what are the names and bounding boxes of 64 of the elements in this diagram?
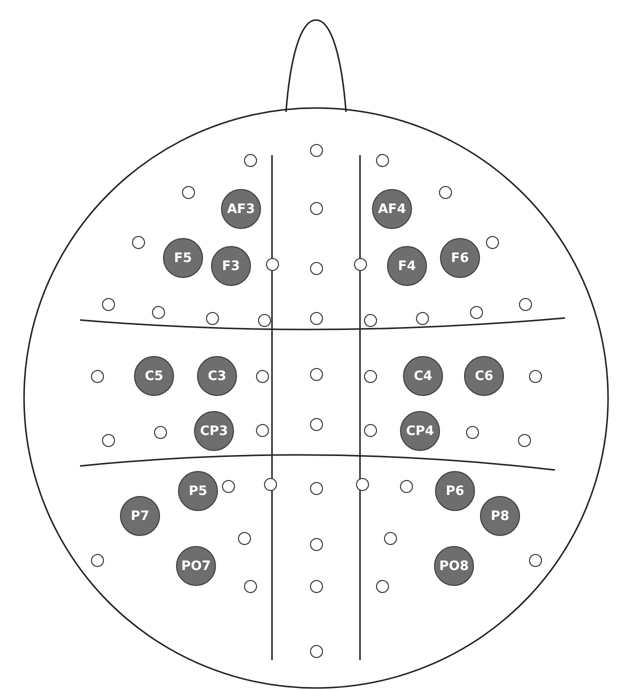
electrode-site	[364, 370, 376, 382]
electrode-site	[354, 258, 366, 270]
electrode-site	[244, 154, 256, 166]
electrode-site	[438, 186, 452, 198]
electrode-site	[376, 154, 388, 166]
electrode-site	[222, 480, 234, 492]
electrode-site	[400, 480, 412, 492]
electrode-site	[90, 554, 104, 566]
electrode-site	[244, 580, 256, 592]
electrode-site	[266, 258, 278, 270]
electrode-site	[310, 144, 322, 156]
electrode-site	[528, 370, 542, 382]
electrode-marker: PO7	[176, 546, 216, 586]
electrode-marker: C6	[464, 356, 504, 396]
electrode-marker: PO8	[434, 546, 474, 586]
electrode-site	[518, 298, 532, 310]
electrode-marker: AF4	[372, 189, 412, 229]
electrode-site	[310, 202, 322, 214]
electrode-marker: P8	[480, 496, 520, 536]
electrode-site	[356, 478, 368, 490]
electrode-site	[528, 554, 542, 566]
electrode-site	[238, 532, 250, 544]
electrode-marker: CP3	[194, 411, 234, 451]
electrode-site	[364, 314, 376, 326]
electrode-site	[310, 482, 322, 494]
electrode-site	[258, 314, 270, 326]
electrode-site	[132, 236, 144, 248]
electrode-site	[518, 434, 530, 446]
electrode-site	[310, 368, 322, 380]
electrode-site	[154, 426, 166, 438]
electrode-site	[256, 424, 268, 436]
electrode-site	[256, 370, 268, 382]
electrode-marker: P5	[178, 471, 218, 511]
electrode-site	[90, 370, 104, 382]
electrode-site	[416, 312, 428, 324]
electrode-site	[102, 434, 114, 446]
electrode-site	[310, 312, 322, 324]
electrode-site	[486, 236, 498, 248]
electrode-site	[310, 538, 322, 550]
electrode-marker: F3	[211, 246, 251, 286]
electrode-site	[310, 580, 322, 592]
electrode-site	[182, 186, 194, 198]
electrode-marker: C3	[197, 356, 237, 396]
electrode-marker: P6	[435, 471, 475, 511]
electrode-site	[206, 312, 218, 324]
electrode-marker: P7	[120, 496, 160, 536]
electrode-marker: F5	[163, 238, 203, 278]
electrode-site	[264, 478, 276, 490]
electrode-site	[102, 298, 114, 310]
electrode-marker: AF3	[221, 189, 261, 229]
electrode-site	[310, 644, 322, 658]
electrode-site	[384, 532, 396, 544]
electrode-site	[466, 426, 478, 438]
electrode-site	[310, 418, 322, 430]
electrode-site	[310, 262, 322, 274]
electrode-marker: F4	[387, 246, 427, 286]
electrode-site	[152, 306, 164, 318]
electrode-marker: F6	[440, 238, 480, 278]
electrode-site	[376, 580, 388, 592]
electrode-site	[364, 424, 376, 436]
electrode-marker: C4	[403, 356, 443, 396]
electrode-marker: C5	[134, 356, 174, 396]
electrode-marker: CP4	[400, 411, 440, 451]
electrode-site	[470, 306, 482, 318]
